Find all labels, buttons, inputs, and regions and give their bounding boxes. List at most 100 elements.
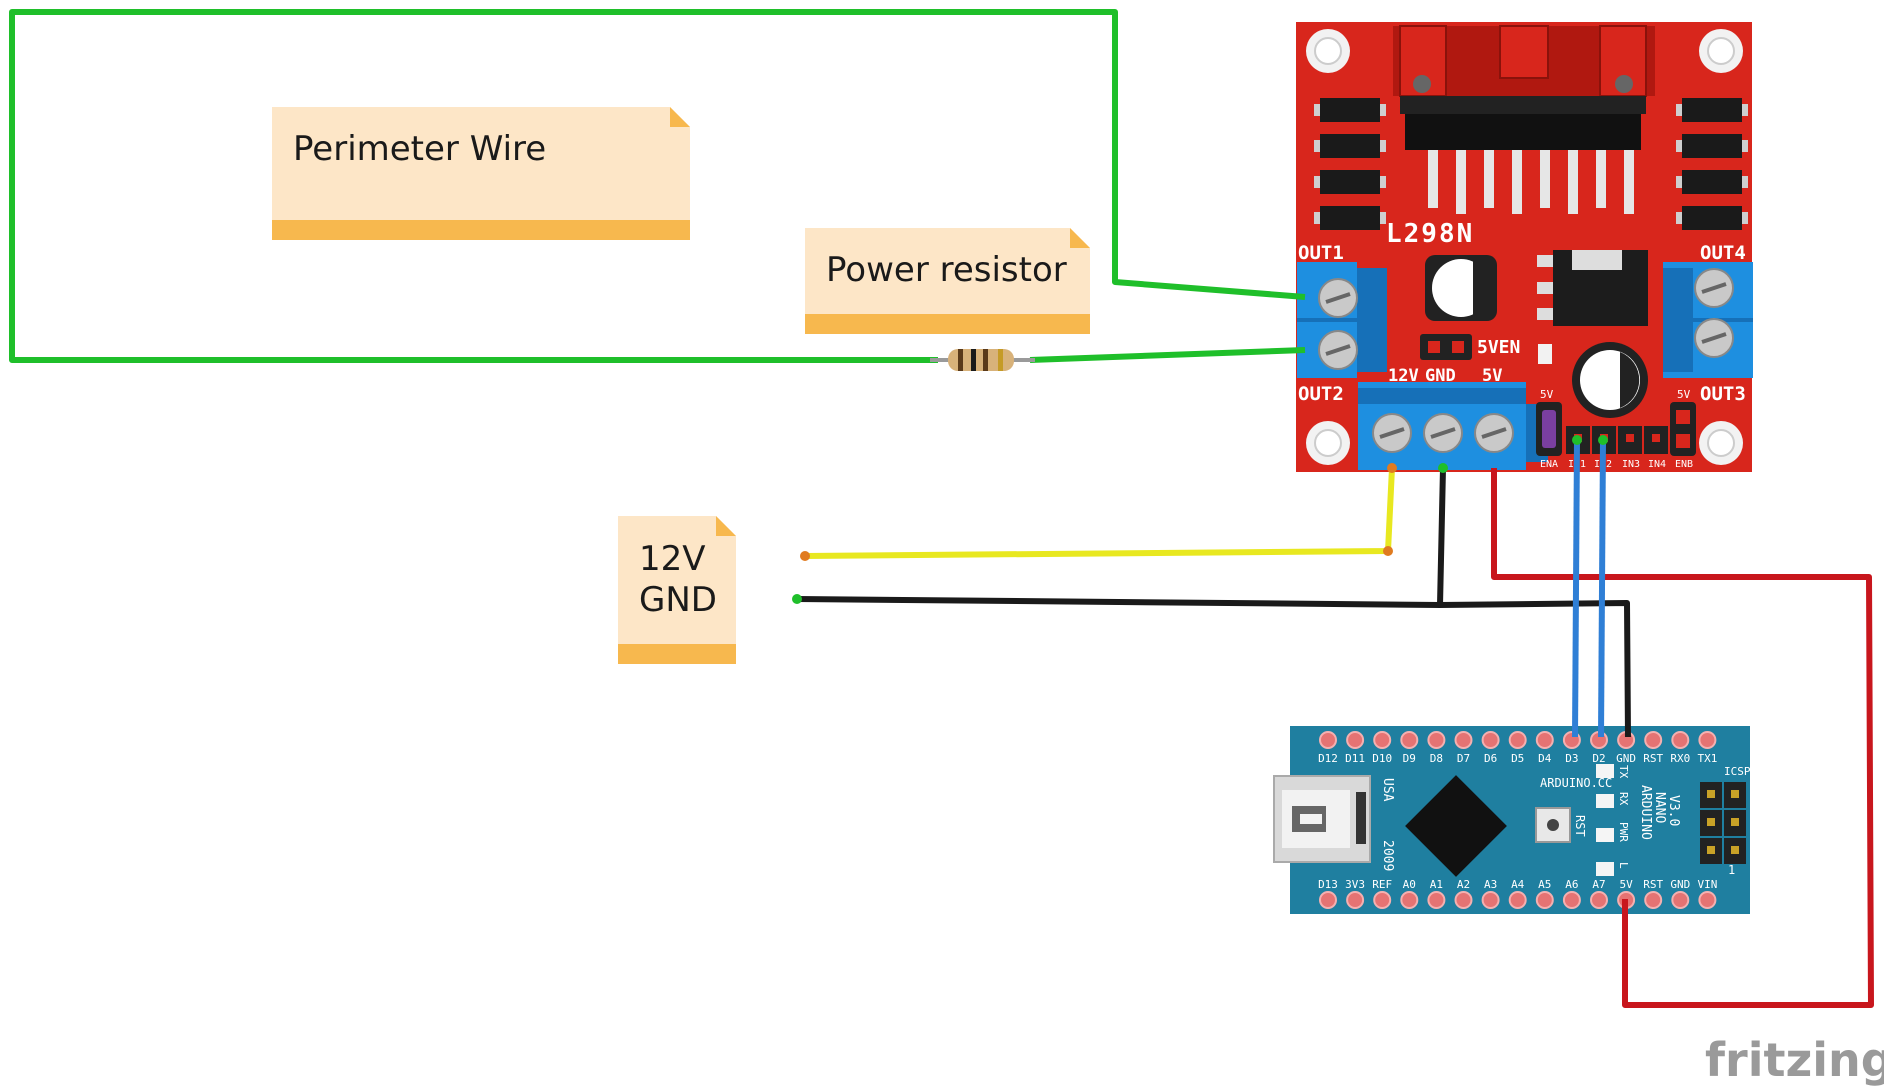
nano-pin-label: D7 bbox=[1457, 752, 1470, 765]
chip-leg bbox=[1456, 150, 1466, 214]
diode-lead bbox=[1380, 212, 1386, 224]
nano-pin-label: REF bbox=[1372, 878, 1392, 891]
l298n-pin-label: ENB bbox=[1675, 459, 1693, 470]
capacitor-2 bbox=[1572, 342, 1648, 418]
nano-pin-label: A0 bbox=[1403, 878, 1416, 891]
label-5ven: 5VEN bbox=[1477, 337, 1520, 358]
nano-pin bbox=[1535, 891, 1554, 909]
icsp-header bbox=[1700, 782, 1746, 864]
diode bbox=[1682, 206, 1742, 230]
icsp-label: ICSP bbox=[1724, 765, 1751, 778]
chip-leg bbox=[1624, 150, 1634, 214]
nano-pin bbox=[1508, 731, 1527, 749]
capacitor-1 bbox=[1425, 255, 1497, 321]
header-pin-pad bbox=[1626, 434, 1634, 442]
nano-pin-label: TX1 bbox=[1697, 752, 1717, 765]
led-tx-label: TX bbox=[1617, 765, 1630, 779]
terminal-out1-out2 bbox=[1297, 262, 1387, 378]
label-out4: OUT4 bbox=[1700, 242, 1746, 264]
nano-pin-label: D13 bbox=[1318, 878, 1338, 891]
nano-pin bbox=[1644, 891, 1663, 909]
nano-pin bbox=[1454, 891, 1473, 909]
diode-lead bbox=[1314, 212, 1320, 224]
nano-pin bbox=[1698, 731, 1717, 749]
label-gnd: GND bbox=[1425, 366, 1456, 386]
voltage-regulator bbox=[1537, 250, 1648, 326]
nano-pin bbox=[1481, 891, 1500, 909]
label-jumper-5v-right: 5V bbox=[1677, 388, 1691, 401]
diode-lead bbox=[1742, 212, 1748, 224]
diode bbox=[1682, 170, 1742, 194]
nano-pin bbox=[1535, 731, 1554, 749]
smd-led bbox=[1538, 344, 1552, 364]
diode bbox=[1320, 170, 1380, 194]
diode-lead bbox=[1742, 176, 1748, 188]
nano-pin-label: A2 bbox=[1457, 878, 1470, 891]
l298n-pin-label: ENA bbox=[1540, 459, 1558, 470]
nano-pin-label: D2 bbox=[1592, 752, 1605, 765]
icsp-pin-pad bbox=[1707, 818, 1715, 826]
terminal-power bbox=[1358, 382, 1548, 470]
reset-button bbox=[1535, 807, 1571, 843]
diode bbox=[1320, 206, 1380, 230]
nano-pin-label: A7 bbox=[1592, 878, 1605, 891]
diode-lead bbox=[1742, 140, 1748, 152]
nano-pin-label: D4 bbox=[1538, 752, 1552, 765]
mcu-chip bbox=[1405, 775, 1507, 877]
nano-pin-label: RST bbox=[1643, 752, 1663, 765]
nano-pin-label: VIN bbox=[1697, 878, 1717, 891]
wires bbox=[9, 9, 1874, 1008]
diode-lead bbox=[1314, 104, 1320, 116]
wire-12v bbox=[804, 467, 1395, 559]
nano-title-3: V3.0 bbox=[1666, 795, 1681, 826]
mounting-holes bbox=[1306, 29, 1743, 465]
usb-connector bbox=[1273, 775, 1371, 863]
input-header bbox=[1566, 426, 1668, 454]
diode bbox=[1682, 98, 1742, 122]
nano-pin-label: GND bbox=[1616, 752, 1636, 765]
diode-lead bbox=[1314, 176, 1320, 188]
note-power-resistor: Power resistor bbox=[805, 228, 1090, 334]
jumper-5ven bbox=[1420, 334, 1472, 360]
nano-pin bbox=[1427, 891, 1446, 909]
diode-lead bbox=[1380, 176, 1386, 188]
perimeter-wire bbox=[9, 9, 1306, 363]
nano-rst-btn-label: RST bbox=[1573, 815, 1587, 837]
nano-pin-label: A1 bbox=[1430, 878, 1443, 891]
label-12v: 12V bbox=[1388, 366, 1419, 386]
nano-pin-label: A3 bbox=[1484, 878, 1497, 891]
nano-pin-label: 5V bbox=[1619, 878, 1633, 891]
diode bbox=[1320, 134, 1380, 158]
nano-pin bbox=[1508, 891, 1527, 909]
nano-pin bbox=[1698, 891, 1717, 909]
note-gnd-text: GND bbox=[639, 580, 717, 620]
nano-pin bbox=[1671, 731, 1690, 749]
nano-pin-label: RX0 bbox=[1670, 752, 1690, 765]
icsp-pin-pad bbox=[1731, 790, 1739, 798]
l298n-label: L298N bbox=[1386, 219, 1474, 249]
nano-pin-label: RST bbox=[1643, 878, 1663, 891]
label-out1: OUT1 bbox=[1298, 242, 1344, 264]
note-perimeter-text: Perimeter Wire bbox=[293, 129, 546, 169]
resistor-wire bbox=[1029, 347, 1306, 363]
chip-leg bbox=[1540, 150, 1550, 208]
nano-pin bbox=[1454, 731, 1473, 749]
led-pwr-label: PWR bbox=[1617, 822, 1630, 842]
wire-5v bbox=[1491, 468, 1874, 1008]
nano-pin bbox=[1346, 891, 1365, 909]
icsp-pin1-label: 1 bbox=[1728, 863, 1735, 877]
nano-pin-label: 3V3 bbox=[1345, 878, 1365, 891]
jumper-enb bbox=[1670, 402, 1696, 456]
nano-pin bbox=[1671, 891, 1690, 909]
diode-lead bbox=[1676, 140, 1682, 152]
diodes-left bbox=[1314, 98, 1386, 230]
icsp-pin-pad bbox=[1731, 846, 1739, 854]
nano-pin bbox=[1590, 891, 1608, 909]
nano-pin bbox=[1346, 731, 1365, 749]
diode-lead bbox=[1314, 140, 1320, 152]
fritzing-watermark: fritzing bbox=[1705, 1033, 1884, 1087]
nano-pin-label: D10 bbox=[1372, 752, 1392, 765]
nano-title-1: ARDUINO bbox=[1638, 785, 1653, 840]
jumper-ena bbox=[1536, 402, 1562, 456]
